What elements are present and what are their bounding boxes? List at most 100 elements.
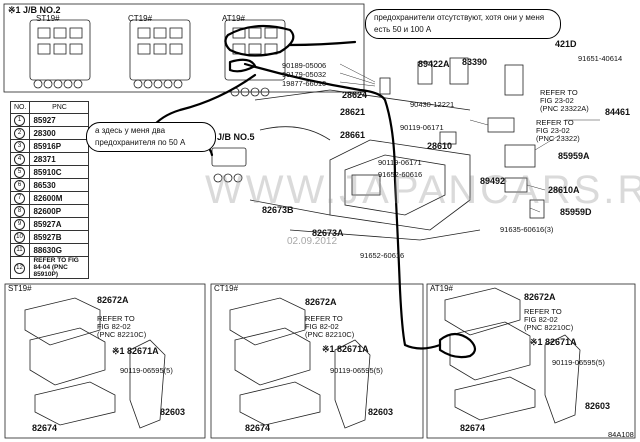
- part-label: 89422A: [418, 59, 450, 69]
- panel-at19-frame: [426, 283, 636, 439]
- at19-label: AT19#: [222, 14, 245, 23]
- refer-label: REFER TO: [540, 88, 578, 97]
- annotation-two-fuses: а здесь у меня два предохранителя по 50 …: [86, 122, 216, 152]
- panel-st19-title: ST19#: [8, 284, 32, 293]
- table-row: 1 85927: [9, 113, 90, 127]
- panel-ct19-frame: [210, 283, 424, 439]
- part-label: 91652-60616: [360, 251, 405, 260]
- part-label: 90179-05032: [282, 70, 327, 79]
- row-number: 12: [14, 262, 25, 274]
- panel-ct19-title: CT19#: [214, 284, 239, 293]
- refer-label: FIG 82-02: [305, 322, 339, 331]
- part-label: 82674: [460, 423, 486, 433]
- pnc-value: REFER TO FIG 84-04 (PNC 85910P): [29, 256, 90, 279]
- relay-421d: [504, 64, 524, 96]
- pnc-value: 85927B: [29, 230, 90, 244]
- part-label: 82603: [585, 401, 611, 411]
- part-label: 90119-06171: [378, 158, 422, 167]
- part-label: 421D: [555, 39, 577, 49]
- row-number: 10: [14, 232, 25, 243]
- row-number: 11: [14, 245, 25, 256]
- jb-no5-label: ※1 J/B NO.5: [202, 132, 255, 142]
- refer-label: (PNC 23322): [536, 134, 580, 143]
- part-label: ※1 82671A: [112, 346, 159, 356]
- pnc-col-no: NO.: [9, 101, 31, 114]
- part-label: 82672A: [97, 295, 129, 305]
- table-row: 12 REFER TO FIG 84-04 (PNC 85910P): [9, 256, 90, 279]
- refer-label: REFER TO: [536, 118, 574, 127]
- jb-no2-frame: [3, 3, 365, 93]
- row-number: 5: [14, 167, 25, 178]
- part-label: 85959A: [558, 151, 590, 161]
- refer-label: (PNC 82210C): [305, 330, 355, 339]
- part-label: 82672A: [524, 292, 556, 302]
- refer-label: (PNC 82210C): [524, 323, 574, 332]
- refer-label: (PNC 23322A): [540, 104, 589, 113]
- clip-90119: [439, 131, 457, 145]
- part-label: 19877-66010: [282, 79, 327, 88]
- row-number: 9: [14, 219, 25, 230]
- part-label: 28624: [342, 90, 368, 100]
- part-label: 82673A: [312, 228, 344, 238]
- refer-label: (PNC 82210C): [97, 330, 147, 339]
- part-label: 90119-06595(5): [120, 366, 173, 375]
- refer-label: REFER TO: [305, 314, 343, 323]
- part-label: 28610A: [548, 185, 580, 195]
- pnc-value: 85916P: [29, 139, 90, 153]
- refer-label: REFER TO: [524, 307, 562, 316]
- part-label: 91635-60616(3): [500, 225, 554, 234]
- st19-label: ST19#: [36, 14, 60, 23]
- part-label: 90189-05006: [282, 61, 327, 70]
- part-85959d: [529, 199, 545, 219]
- watermark: WWW.JAPANCARS.RU: [205, 168, 640, 212]
- row-number: 4: [14, 154, 25, 165]
- date-stamp: 02.09.2012: [287, 236, 338, 247]
- pnc-value: 82600M: [29, 191, 90, 205]
- refer-label: FIG 82-02: [524, 315, 558, 324]
- row-number: 6: [14, 180, 25, 191]
- part-label: 90119-06595(5): [330, 366, 383, 375]
- part-label: 91651-40614: [578, 54, 623, 63]
- pnc-value: 88630G: [29, 243, 90, 257]
- bracket-28610: [487, 117, 515, 133]
- pnc-value: 85927: [29, 113, 90, 127]
- sensor-28624: [379, 77, 391, 95]
- st19-fuse-block: [29, 19, 91, 81]
- part-label: 82672A: [305, 297, 337, 307]
- pnc-value: 86530: [29, 178, 90, 192]
- jb-no5-block: [211, 147, 247, 167]
- row-number: 3: [14, 141, 25, 152]
- row-number: 7: [14, 193, 25, 204]
- figure-id: 84A108: [608, 430, 634, 439]
- pnc-value: 85910C: [29, 165, 90, 179]
- horn-83390: [449, 57, 469, 85]
- part-label: 82673B: [262, 205, 294, 215]
- table-row: 5 85910C: [9, 165, 90, 179]
- jb-no2-label: ※1 J/B NO.2: [8, 5, 61, 15]
- pnc-value: 28300: [29, 126, 90, 140]
- part-label: 90430-12221: [410, 100, 455, 109]
- refer-label: FIG 23-02: [540, 96, 574, 105]
- panel-st19-frame: [4, 283, 206, 439]
- table-row: 11 88630G: [9, 243, 90, 257]
- bracket-85959a: [504, 144, 536, 168]
- part-label: 84461: [605, 107, 631, 117]
- relay-89422a: [417, 61, 433, 85]
- pnc-col-pnc: PNC: [29, 101, 90, 114]
- table-row: 7 82600M: [9, 191, 90, 205]
- row-number: 8: [14, 206, 25, 217]
- part-label: 89492: [480, 176, 506, 186]
- refer-label: REFER TO: [97, 314, 135, 323]
- part-label: 28621: [340, 107, 366, 117]
- part-label: 90119-06171: [400, 123, 444, 132]
- part-label: 82674: [245, 423, 271, 433]
- row-number: 1: [14, 115, 25, 126]
- table-row: 10 85927B: [9, 230, 90, 244]
- part-label: ※1 82671A: [530, 337, 577, 347]
- part-label: 83390: [462, 57, 488, 67]
